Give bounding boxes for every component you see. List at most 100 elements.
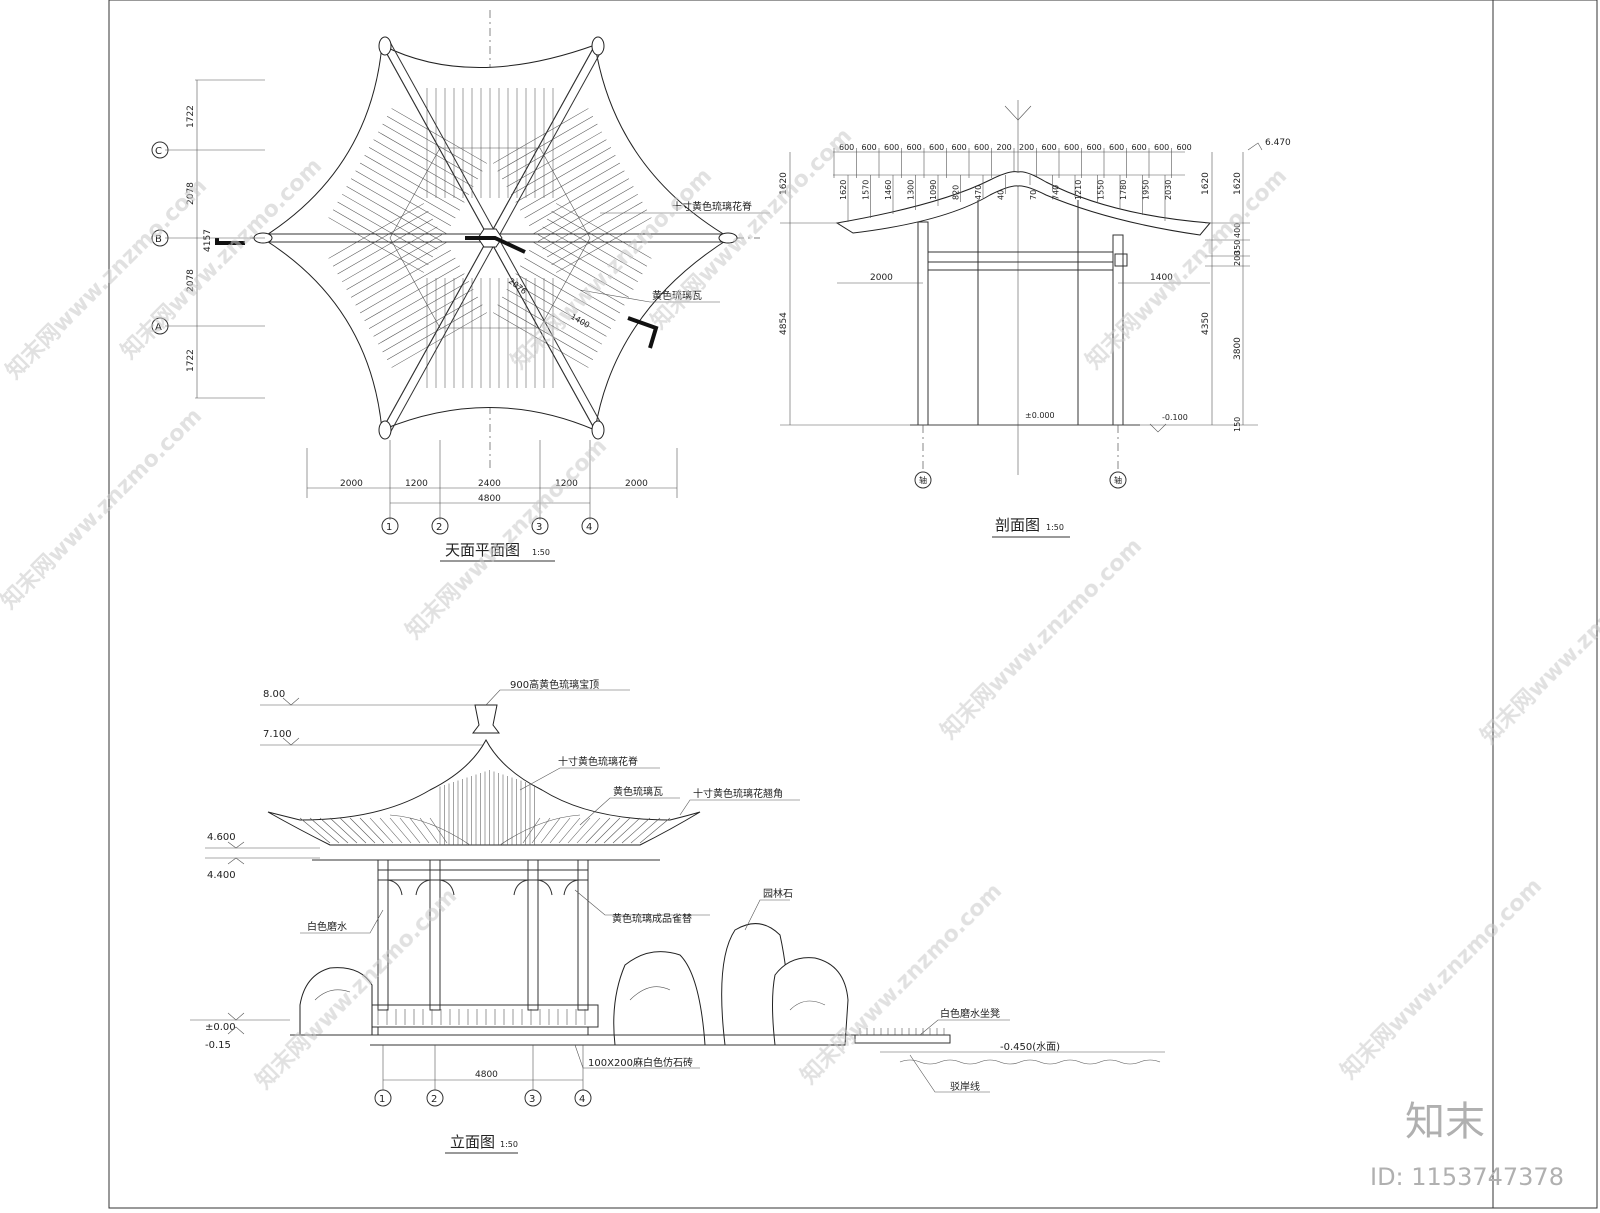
axis-label: 轴 <box>1114 475 1122 485</box>
eave-tile-line <box>319 817 349 844</box>
tile-line <box>524 162 621 219</box>
plan-tile-label: 黄色琉璃瓦 <box>652 289 702 302</box>
elev-level: ±0.00 <box>205 1022 236 1033</box>
elev-grid-col: 4 <box>579 1094 585 1105</box>
section-top-dim: 600 <box>839 143 854 152</box>
section-span-right: 1400 <box>1150 273 1173 283</box>
roof-finial <box>472 704 500 734</box>
elev-corner-label: 十寸黄色琉璃花翘角 <box>693 787 783 800</box>
rafter-height: 1780 <box>1119 180 1128 200</box>
eave-tile-line <box>540 817 561 844</box>
tile-line <box>341 226 438 283</box>
grid-row-label: B <box>155 234 162 245</box>
tile-line <box>359 162 456 219</box>
section-top-dim: 600 <box>929 143 944 152</box>
tile-line <box>328 217 424 273</box>
section-right-dim: 200 <box>1233 251 1242 266</box>
section-scale: 1:50 <box>1046 523 1064 532</box>
eave-tile-line <box>522 817 541 844</box>
tile-line <box>542 193 639 250</box>
tile-line <box>382 296 478 353</box>
elev-ridge-label: 十寸黄色琉璃花脊 <box>558 755 638 768</box>
tile-line <box>391 108 487 164</box>
tile-line <box>502 123 598 180</box>
grid-row-label: A <box>155 322 162 333</box>
eave-tile-line <box>339 817 367 844</box>
elev-finial-label: 900高黄色琉璃宝顶 <box>510 678 599 691</box>
elev-rock-label: 园林石 <box>763 887 793 900</box>
section-elev: -0.100 <box>1162 413 1188 422</box>
section-top-dim: 600 <box>1132 143 1147 152</box>
tile-line <box>355 249 451 306</box>
tile-line <box>533 242 630 298</box>
rafter-height: 1210 <box>1074 180 1083 200</box>
tile-line <box>551 209 648 266</box>
plan-vdim: 1722 <box>186 349 196 372</box>
tile-line <box>332 210 429 267</box>
tile-line <box>547 201 643 258</box>
watermarks: 知末网www.znzmo.com 知末网www.znzmo.com 知末网www… <box>0 123 1600 1094</box>
tile-line <box>337 218 433 275</box>
plan-vdim: 1722 <box>186 105 196 128</box>
plan-hdim: 1200 <box>555 479 578 489</box>
roof-plan: 1722 2078 4157 2078 1722 C B A 2000 1200… <box>151 10 770 562</box>
plan-scale: 1:50 <box>532 548 550 557</box>
eave-tile-line <box>299 817 331 844</box>
tile-line <box>493 312 589 368</box>
section-top-dim: 600 <box>907 143 922 152</box>
tile-line <box>551 210 648 267</box>
tile-line <box>377 131 474 188</box>
elev-tile-label: 黄色琉璃瓦 <box>613 785 663 798</box>
plan-hdim: 2000 <box>340 479 363 489</box>
tile-line <box>538 186 634 242</box>
plan-hdim: 2400 <box>478 479 501 489</box>
brand-mark: 知末 <box>1405 1099 1485 1145</box>
tile-line <box>373 139 469 195</box>
elev-paint-label: 白色磨水 <box>307 920 347 933</box>
tile-line <box>377 288 474 345</box>
elev-level: 7.100 <box>263 729 292 740</box>
tile-line <box>529 170 625 227</box>
eave-tile-line <box>399 817 421 844</box>
tile-line <box>368 147 465 203</box>
elev-grid-col: 2 <box>431 1094 437 1105</box>
tile-line <box>515 147 612 203</box>
eave-tile-line <box>389 817 412 844</box>
eave-tile-line <box>429 817 448 844</box>
tile-line <box>497 304 594 361</box>
eave-tile-line <box>603 817 631 844</box>
section-top-dim: 200 <box>1019 143 1034 152</box>
tile-line <box>373 281 469 337</box>
watermark-text: 知末网www.znzmo.com <box>1476 538 1600 749</box>
watermark-text: 知末网www.znzmo.com <box>936 533 1147 744</box>
elev-level: 8.00 <box>263 689 285 700</box>
tile-line <box>502 296 598 353</box>
eave-tile-line <box>379 817 403 844</box>
eave-tile-line <box>576 817 601 844</box>
watermark-text: 知末网www.znzmo.com <box>1 173 212 384</box>
eave-tile-line <box>531 817 551 844</box>
tile-line <box>520 154 616 211</box>
elev-shore-label: 驳岸线 <box>950 1080 980 1093</box>
eave-tile-line <box>639 817 671 844</box>
plan-total-dim: 4800 <box>478 494 501 504</box>
section-cut-marker <box>215 238 245 245</box>
tile-line <box>364 265 460 322</box>
tile-line <box>493 108 589 164</box>
tile-line <box>515 273 612 329</box>
tile-line <box>355 170 451 227</box>
section-top-dim: 600 <box>1154 143 1169 152</box>
eave-tile-line <box>329 817 358 844</box>
eave-tile-line <box>630 817 661 844</box>
rafter-height: 1460 <box>884 180 893 200</box>
tile-line <box>364 154 460 211</box>
tile-line <box>542 226 639 283</box>
elev-level: 4.400 <box>207 870 236 881</box>
section-top-dim: 600 <box>862 143 877 152</box>
eave-tile-line <box>349 817 376 844</box>
eave-tile-line <box>594 817 621 844</box>
plan-vdim: 4157 <box>203 229 213 252</box>
grid-col-label: 1 <box>386 522 392 533</box>
